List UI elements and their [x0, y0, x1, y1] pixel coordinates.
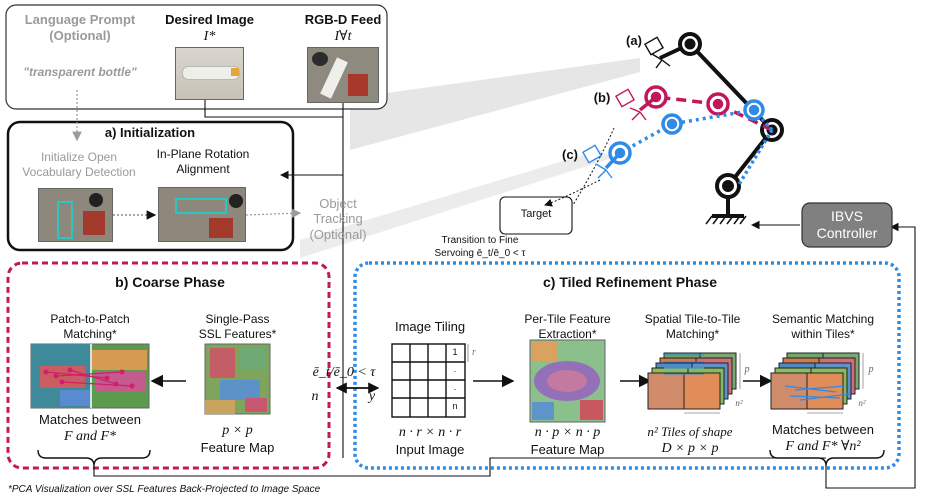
sem-matches-l2: F and F* ∀n² [785, 439, 861, 454]
coarse-map-size: p × p [222, 423, 253, 438]
language-prompt-title: Language Prompt [24, 12, 136, 27]
tile-stack-spatial [647, 352, 737, 410]
tile-index-dot1: . [453, 364, 457, 374]
rotation-label-l1: In-Plane Rotation [156, 147, 250, 161]
sem-matches-l1: Matches between [772, 422, 874, 437]
rotation-label-l2: Alignment [176, 162, 230, 176]
tracking-l2: Tracking [313, 211, 363, 226]
language-prompt-optional: (Optional) [49, 28, 111, 43]
rotation-alignment-photo [158, 187, 246, 242]
transition-l2: Servoing ē_t/ē_0 < τ [434, 248, 526, 259]
spatial-stack-p: p [744, 364, 750, 375]
tiling-label: Input Image [395, 442, 465, 457]
tiles-l2: D × p × p [661, 441, 719, 456]
switch-y: y [368, 389, 376, 404]
target-box [499, 196, 573, 235]
tiling-title: Image Tiling [394, 319, 466, 334]
tile-index-n: n [452, 401, 458, 411]
semantic-l2: within Tiles* [791, 327, 855, 341]
ssl-label-l1: Single-Pass [205, 312, 270, 326]
footnote: *PCA Visualization over SSL Features Bac… [8, 484, 321, 495]
tiling-grid [391, 343, 466, 418]
detection-label-l2: Vocabulary Detection [22, 165, 136, 179]
desired-image-symbol: I* [203, 29, 216, 44]
coarse-title: b) Coarse Phase [115, 274, 225, 290]
patch-label-l1: Patch-to-Patch [50, 312, 130, 326]
ibvs-label-l1: IBVS [831, 208, 863, 224]
coarse-brace [37, 449, 151, 467]
patch-matches [30, 343, 150, 409]
coarse-matches-l2: F and F* [63, 429, 117, 444]
ssl-label-l2: SSL Features* [198, 327, 277, 341]
spatial-l1: Spatial Tile-to-Tile [644, 312, 741, 326]
tile-stack-semantic [770, 352, 860, 410]
switch-n: n [311, 389, 319, 404]
spatial-l2: Matching* [665, 327, 720, 341]
tiles-l1: n² Tiles of shape [647, 424, 733, 439]
desired-image-title: Desired Image [165, 12, 254, 27]
semantic-stack-n2: n² [858, 398, 866, 408]
prompt-text: "transparent bottle" [23, 65, 137, 79]
semantic-l1: Semantic Matching [771, 312, 875, 326]
robot-arm-pink [638, 85, 773, 132]
target-label: Target [520, 208, 552, 220]
tile-r-label: r [472, 347, 476, 358]
ibvs-label-l2: Controller [816, 225, 878, 241]
projection-shadow-top [350, 58, 640, 150]
detection-photo [38, 188, 113, 242]
pertile-feature-map [529, 339, 606, 423]
rgbd-title: RGB-D Feed [304, 12, 382, 27]
robot-label-b: (b) [593, 90, 611, 105]
refine-title: c) Tiled Refinement Phase [542, 274, 717, 290]
tracking-l3: (Optional) [309, 227, 367, 242]
pertile-size: n · p × n · p [534, 425, 601, 440]
refine-phase-box [353, 261, 901, 470]
switch-condition: ē_t/ē_0 < τ [312, 365, 376, 380]
pertile-l1: Per-Tile Feature [524, 312, 611, 326]
robot-label-a: (a) [626, 33, 642, 48]
coarse-matches-l1: Matches between [39, 412, 141, 427]
ibvs-box [801, 202, 893, 248]
initialization-title: a) Initialization [104, 125, 196, 140]
robot-label-c: (c) [562, 147, 578, 162]
desired-image-photo [175, 47, 244, 100]
robot-arm-blue [604, 99, 774, 187]
transition-l1: Transition to Fine [441, 235, 519, 246]
spatial-stack-n2: n² [735, 398, 743, 408]
ssl-feature-map [204, 343, 271, 415]
tile-index-dot2: . [453, 382, 457, 392]
rgbd-feed-photo [307, 47, 379, 103]
detection-label-l1: Initialize Open [40, 150, 118, 164]
coarse-map-label: Feature Map [200, 440, 275, 455]
rgbd-symbol: I∀t [334, 29, 352, 44]
coarse-phase-box [6, 261, 331, 470]
tile-index-1: 1 [452, 347, 458, 357]
semantic-stack-p: p [868, 364, 874, 375]
tiling-size: n · r × n · r [398, 425, 462, 440]
pertile-label: Feature Map [530, 442, 605, 457]
pertile-l2: Extraction* [538, 327, 597, 341]
tracking-l1: Object [319, 196, 357, 211]
patch-label-l2: Matching* [63, 327, 117, 341]
projection-shadow-bottom [300, 150, 612, 258]
